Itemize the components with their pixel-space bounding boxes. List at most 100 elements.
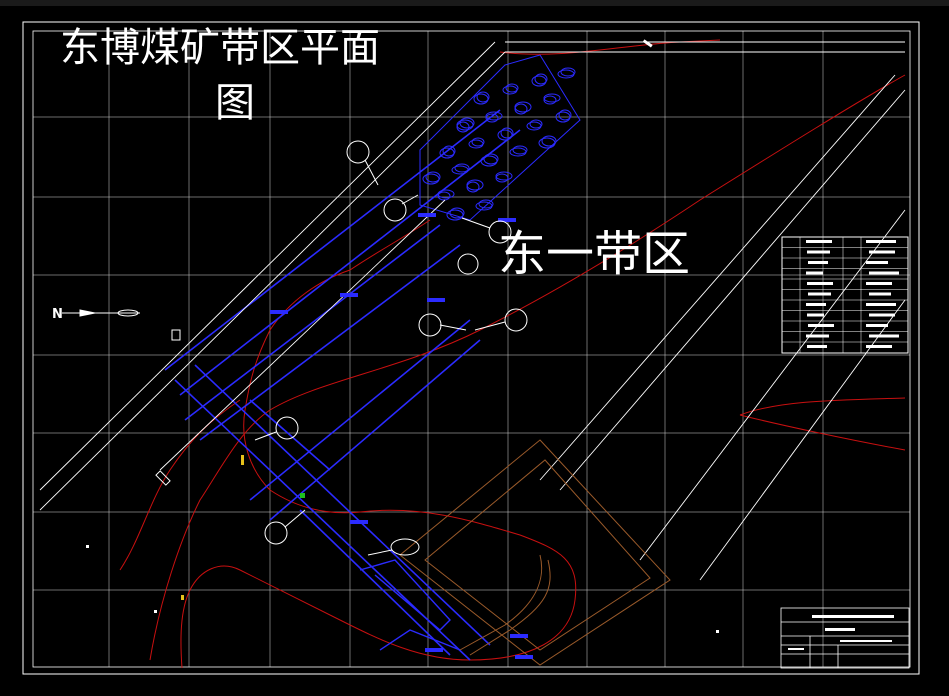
working-face-mark — [425, 648, 443, 652]
working-face-mark — [515, 655, 533, 659]
coordinate-grid — [33, 31, 910, 667]
zone-label: 东一带区 — [498, 226, 691, 282]
goaf-mark — [497, 129, 513, 141]
legend-text-mark — [808, 261, 828, 264]
goaf-mark — [471, 137, 485, 147]
drawing-title-line1: 东博煤矿带区平面 — [60, 25, 380, 71]
green-marker — [300, 493, 305, 498]
legend-text-mark — [869, 271, 899, 275]
legend-text-mark — [806, 240, 832, 243]
goaf-mark — [538, 137, 556, 149]
equipment-callout-icon — [383, 194, 419, 222]
goaf-mark — [505, 83, 519, 93]
legend-text-mark — [869, 250, 895, 254]
goaf-mark — [454, 163, 470, 173]
goaf-mark — [502, 85, 518, 95]
lower-drift — [359, 559, 461, 651]
goaf-mark — [439, 147, 455, 159]
yellow-markers — [181, 455, 244, 600]
goaf-mark — [531, 75, 547, 87]
goaf-mark — [500, 127, 514, 139]
legend-text-mark — [807, 282, 833, 285]
legend-text-mark — [807, 313, 824, 317]
working-face-mark — [510, 634, 528, 638]
legend-text-mark — [869, 313, 895, 317]
legend-text-mark — [806, 271, 823, 275]
equipment-callout-icon — [474, 308, 528, 332]
goaf-mark — [495, 171, 513, 181]
contour-lines — [119, 39, 906, 669]
goaf-mark — [478, 199, 494, 209]
title-block-icon[interactable] — [780, 607, 910, 669]
goaf-mark — [449, 207, 465, 219]
goaf-mark — [456, 121, 470, 133]
goaf-mark — [541, 135, 557, 147]
working-face-mark — [350, 520, 368, 524]
goaf-mark — [555, 111, 571, 123]
equipment-callout-icon — [457, 253, 479, 275]
legend-text-mark — [866, 240, 896, 243]
legend-text-mark — [866, 282, 892, 285]
equipment-callout-icon — [254, 416, 299, 441]
legend-text-mark — [806, 334, 829, 338]
main-roadways — [164, 109, 521, 661]
goaf-mark — [446, 209, 464, 221]
goaf-mark — [509, 147, 527, 157]
goaf-mark — [529, 119, 543, 129]
window-top-strip — [0, 0, 949, 6]
equipment-callout-icon — [367, 538, 420, 556]
working-face-marks — [270, 213, 533, 659]
goaf-mark — [468, 139, 484, 149]
inner-frame — [32, 30, 911, 668]
legend-text-mark — [807, 345, 827, 348]
working-face-mark — [498, 218, 516, 222]
goaf-mark — [437, 191, 451, 201]
legend-text-mark — [866, 303, 896, 306]
working-face-mark — [340, 293, 358, 297]
north-arrow-icon — [62, 309, 140, 317]
legend-text-mark — [808, 292, 831, 296]
legend-text-mark — [806, 303, 826, 306]
goaf-mark — [485, 111, 503, 121]
goaf-mark — [560, 67, 576, 77]
working-panel-boundary — [399, 439, 671, 666]
goaf-mark — [466, 181, 480, 193]
goaf-mark — [473, 93, 489, 105]
goaf-mark — [495, 173, 509, 183]
legend-text-mark — [866, 324, 888, 327]
goaf-mark — [543, 93, 561, 103]
goaf-mark — [543, 95, 557, 105]
equipment-callout-icon — [346, 140, 379, 186]
goaf-mark — [512, 145, 528, 155]
goaf-mark — [514, 103, 528, 115]
legend-text-mark — [808, 324, 834, 327]
goaf-mark — [558, 109, 572, 121]
equipment-callouts — [254, 140, 528, 556]
goaf-mark — [425, 171, 441, 183]
legend-text-mark — [869, 292, 891, 296]
working-face-mark — [427, 298, 445, 302]
equipment-callout-icon — [264, 509, 306, 545]
legend-table-icon[interactable] — [781, 236, 909, 354]
legend-text-mark — [869, 334, 899, 338]
goaf-mark — [475, 201, 493, 211]
equipment-callout-icon — [461, 217, 512, 244]
equipment-callout-icon — [418, 313, 467, 337]
outer-frame — [22, 21, 920, 675]
goaf-mark — [442, 145, 456, 157]
legend-text-mark — [807, 250, 830, 254]
goaf-mark — [534, 73, 548, 85]
legend-text-mark — [866, 261, 888, 264]
legend-text-mark — [866, 345, 892, 348]
goaf-mark — [422, 173, 440, 185]
working-face-mark — [418, 213, 436, 217]
small-markers — [86, 39, 719, 633]
goaf-area — [419, 54, 581, 221]
goaf-mark — [476, 91, 490, 103]
working-face-mark — [270, 310, 288, 314]
goaf-mark — [485, 113, 499, 123]
goaf-mark — [526, 121, 542, 131]
drawing-title-line2: 图 — [215, 80, 255, 126]
goaf-mark — [557, 69, 575, 79]
